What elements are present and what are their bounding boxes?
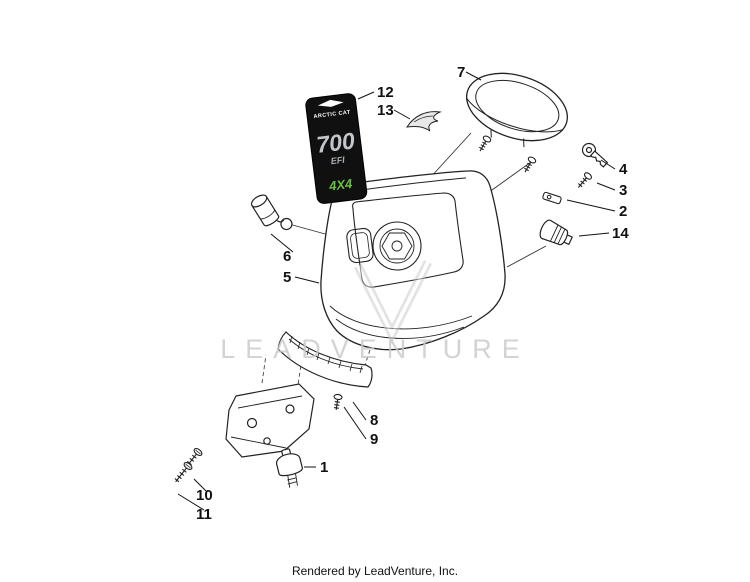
part-12-decal: ARCTIC CAT 700 EFI 4X4 xyxy=(305,93,368,204)
callout-11[interactable]: 11 xyxy=(196,506,212,523)
leader-lines xyxy=(177,71,616,511)
callout-8[interactable]: 8 xyxy=(370,412,378,429)
callout-13[interactable]: 13 xyxy=(377,102,394,119)
callout-7[interactable]: 7 xyxy=(457,64,465,81)
part-5-console xyxy=(320,170,506,351)
part-mount-bracket xyxy=(225,383,315,458)
part-2-plate xyxy=(542,191,562,205)
footer-credit: Rendered by LeadVenture, Inc. xyxy=(291,564,459,578)
part-6-accessory-socket xyxy=(250,194,293,231)
callout-10[interactable]: 10 xyxy=(196,487,213,504)
callout-labels: 1 2 3 4 5 6 7 8 9 10 11 12 13 14 xyxy=(196,64,629,523)
assembly-lines xyxy=(277,132,547,268)
callout-6[interactable]: 6 xyxy=(283,248,291,265)
callout-5[interactable]: 5 xyxy=(283,269,291,286)
part-1-switch xyxy=(275,448,303,488)
part-3-screw xyxy=(577,172,593,188)
part-14-ignition-switch xyxy=(539,219,573,246)
decal-engine-text: EFI xyxy=(330,155,346,167)
callout-9[interactable]: 9 xyxy=(370,431,378,448)
part-7-gauge-pod xyxy=(465,72,569,148)
callout-2[interactable]: 2 xyxy=(619,203,627,220)
part-10-11-screws xyxy=(174,448,203,483)
part-13-logo-decal xyxy=(406,111,442,132)
decal-brand-text: ARCTIC CAT xyxy=(313,110,351,121)
part-7-mount-screws xyxy=(479,135,537,173)
decal-cat-logo xyxy=(317,99,344,107)
part-8-lower-trim xyxy=(277,331,373,388)
watermark-v-logo xyxy=(353,259,433,345)
part-4-key xyxy=(581,142,609,168)
decal-model-text: 700 xyxy=(315,127,356,158)
callout-14[interactable]: 14 xyxy=(612,225,629,242)
callout-4[interactable]: 4 xyxy=(619,161,628,178)
callout-12[interactable]: 12 xyxy=(377,84,394,101)
part-9-screw xyxy=(333,393,343,410)
callout-1[interactable]: 1 xyxy=(320,459,328,476)
callout-3[interactable]: 3 xyxy=(619,182,627,199)
decal-badge-text: 4X4 xyxy=(327,176,354,194)
watermark-text: LEADVENTURE xyxy=(220,334,530,364)
